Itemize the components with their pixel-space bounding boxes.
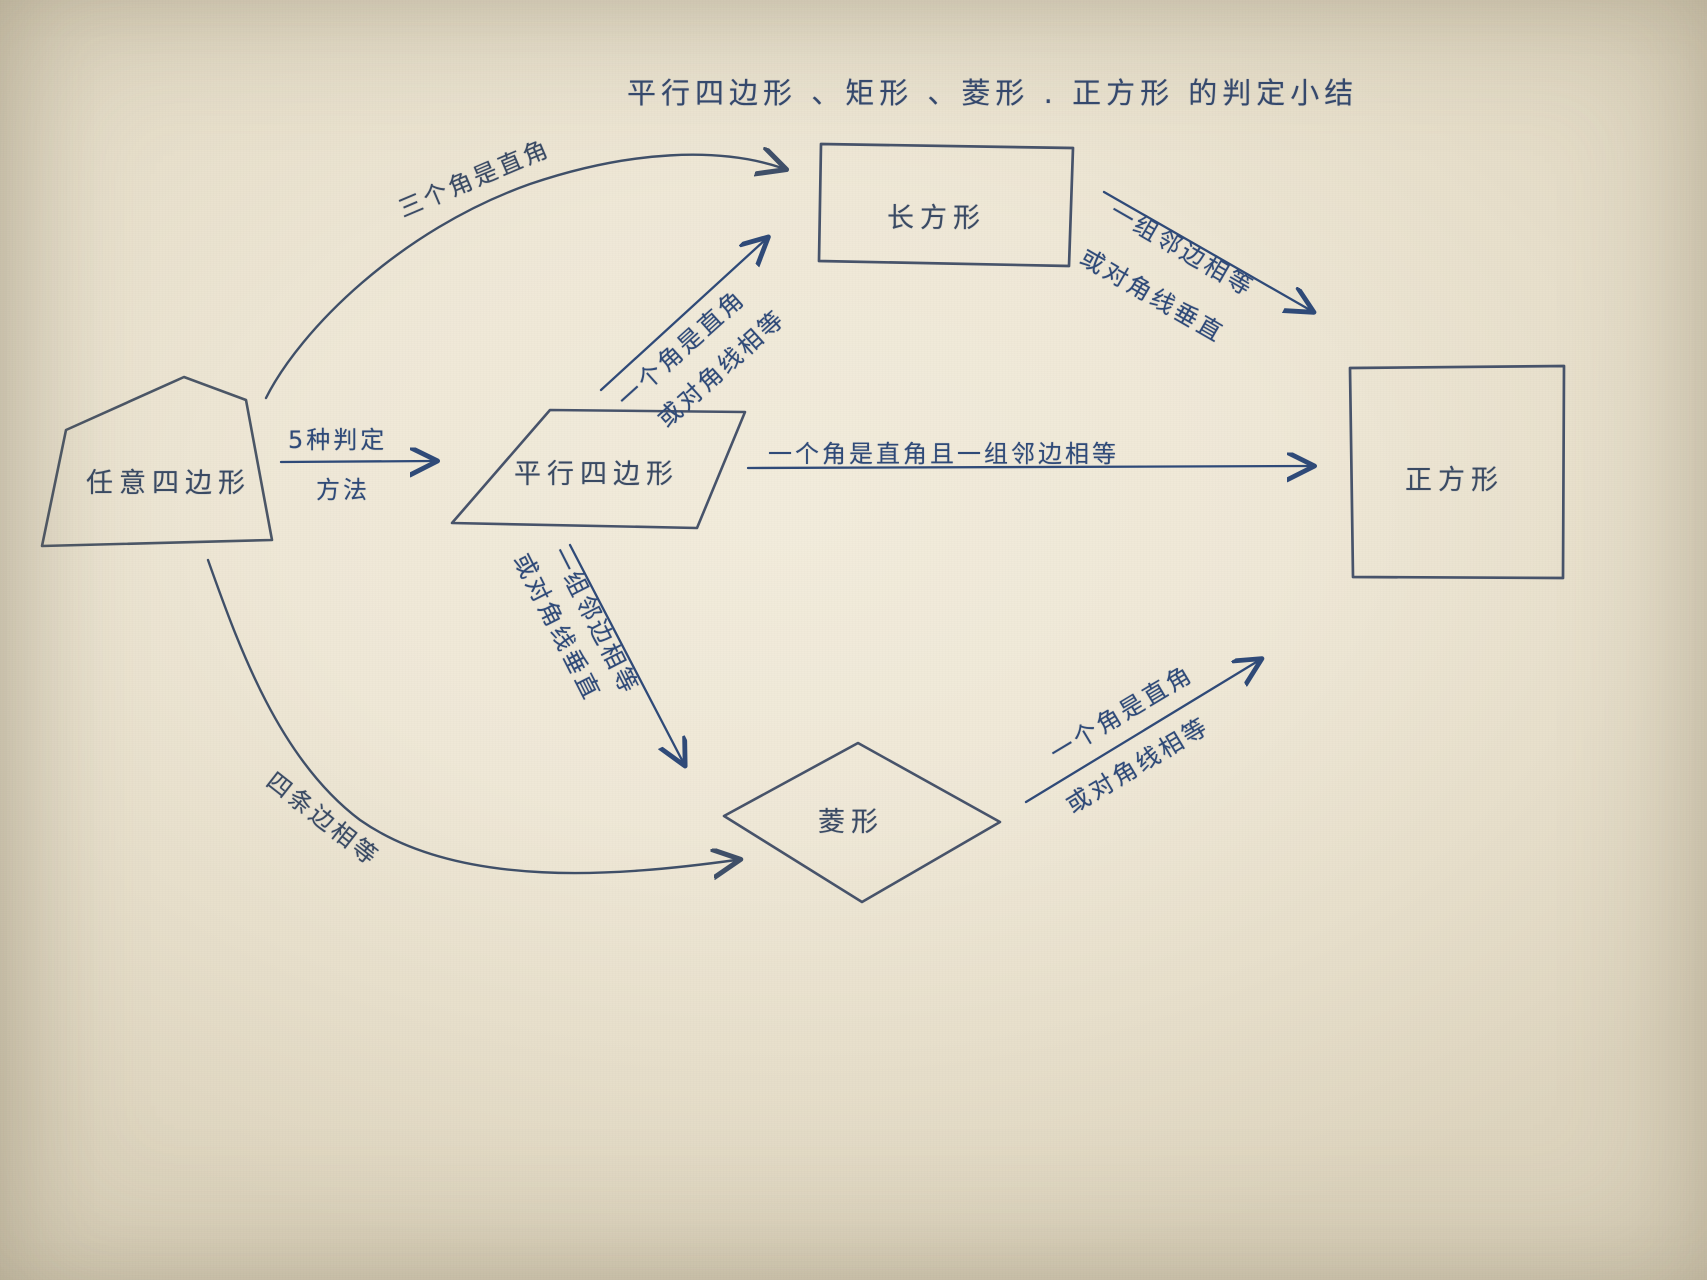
arrow-rhombus-to-square xyxy=(1024,661,1258,804)
edge-label-para-to-square: 一个角是直角且一组邻边相等 xyxy=(768,440,1119,468)
arrow-para-to-square xyxy=(746,466,1310,468)
shape-rhombus xyxy=(722,741,1002,904)
node-label-quadrilateral: 任意四边形 xyxy=(86,468,251,499)
shape-parallelogram xyxy=(450,408,747,530)
node-label-rhombus: 菱形 xyxy=(818,807,884,838)
shape-square xyxy=(1348,364,1566,580)
shape-rectangle xyxy=(817,142,1075,268)
arrow-quad-to-rhombus xyxy=(206,558,736,873)
node-label-rectangle: 长方形 xyxy=(887,203,986,234)
arrow-quad-to-rect xyxy=(264,155,782,400)
node-label-square: 正方形 xyxy=(1405,465,1504,496)
arrow-para-to-rhombus xyxy=(568,543,683,762)
arrow-quad-to-para xyxy=(279,461,433,462)
edge-label-quad-to-para-line2: 方法 xyxy=(316,476,370,504)
page-title: 平行四边形 、矩形 、菱形 . 正方形 的判定小结 xyxy=(627,76,1359,110)
arrow-rect-to-square xyxy=(1102,190,1310,310)
node-label-parallelogram: 平行四边形 xyxy=(514,459,679,490)
shape-quadrilateral xyxy=(40,375,274,548)
edge-label-quad-to-para-line1: 5种判定 xyxy=(288,426,388,454)
arrow-para-to-rect xyxy=(599,240,765,392)
